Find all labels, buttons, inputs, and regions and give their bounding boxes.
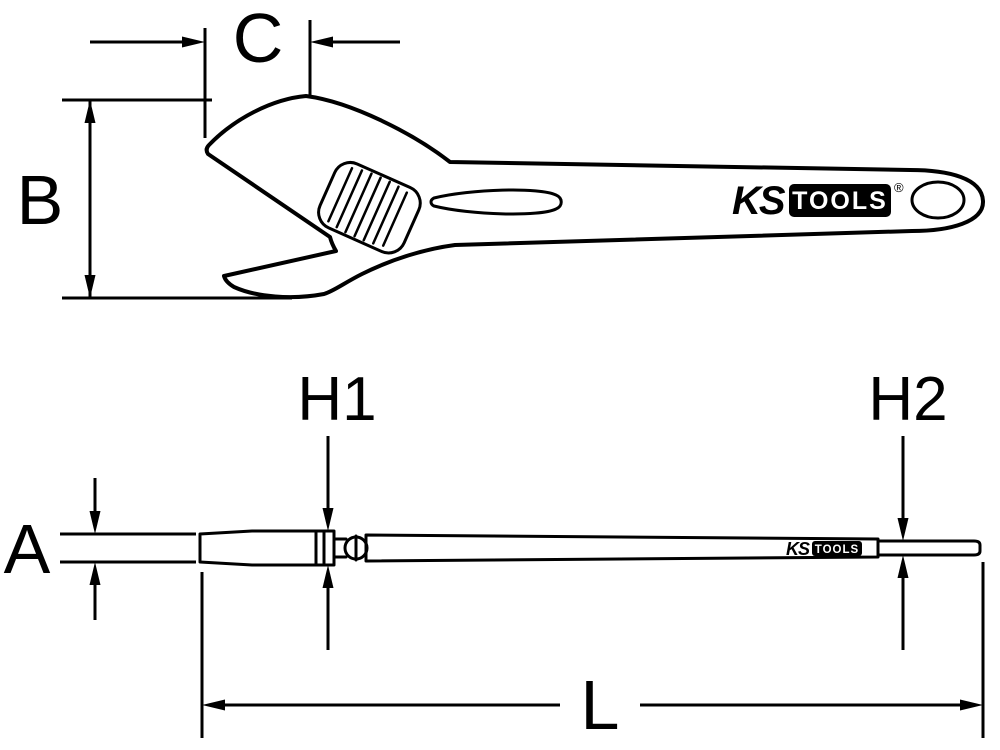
handle-end-hole xyxy=(910,180,966,220)
dim-label-h2: H2 xyxy=(868,365,947,434)
ks-tools-logo: KS TOOLS ® xyxy=(732,179,904,223)
dim-h1-arrow-up-icon xyxy=(322,565,334,588)
dim-l-arrow-right-icon xyxy=(960,699,983,711)
dim-c-arrow-left-icon xyxy=(310,36,333,48)
dim-c-arrow-right-icon xyxy=(182,36,205,48)
logo-tools-text: TOOLS xyxy=(792,187,888,215)
wrench-side-outline xyxy=(204,94,986,300)
logo-small-tools-box xyxy=(812,541,862,556)
dim-h2-arrow-up-icon xyxy=(897,555,909,578)
logo-registered-mark: ® xyxy=(894,180,904,195)
neck-slot xyxy=(429,188,563,216)
worm-screw-window xyxy=(317,160,422,255)
dim-h2-arrow-down-icon xyxy=(897,518,909,541)
dimension-l: L xyxy=(200,562,985,744)
dim-l-arrow-left-icon xyxy=(202,699,225,711)
dimension-b: B xyxy=(17,98,292,300)
dim-label-c: C xyxy=(233,0,284,77)
logo-tools-box xyxy=(789,184,891,217)
ks-tools-logo-small: KS TOOLS xyxy=(786,539,862,559)
logo-ks-text: KS xyxy=(732,179,786,223)
worm-screw-knurl xyxy=(327,166,409,247)
dim-h1-arrow-down-icon xyxy=(322,508,334,531)
dim-b-arrow-down-icon xyxy=(84,275,96,298)
wrench-side-view: KS TOOLS ® xyxy=(204,94,986,300)
dimension-c: C xyxy=(90,0,400,138)
worm-screw xyxy=(317,160,422,255)
dimension-a: A xyxy=(4,478,196,620)
edge-handle-end xyxy=(876,539,982,557)
edge-head-block xyxy=(198,529,336,567)
edge-handle xyxy=(364,533,880,563)
dim-label-l: L xyxy=(581,666,620,744)
dim-a-arrow-down-icon xyxy=(89,511,101,534)
dimension-h2: H2 xyxy=(868,365,948,650)
dim-b-arrow-up-icon xyxy=(84,100,96,123)
dim-label-a: A xyxy=(4,510,51,588)
logo-small-tools-text: TOOLS xyxy=(815,544,859,556)
dimension-h1: H1 xyxy=(297,365,377,650)
dim-label-b: B xyxy=(17,161,64,239)
wrench-edge-view: KS TOOLS xyxy=(198,529,982,567)
dim-label-h1: H1 xyxy=(297,365,376,434)
dim-a-arrow-up-icon xyxy=(89,562,101,585)
logo-small-ks-text: KS xyxy=(786,539,810,559)
